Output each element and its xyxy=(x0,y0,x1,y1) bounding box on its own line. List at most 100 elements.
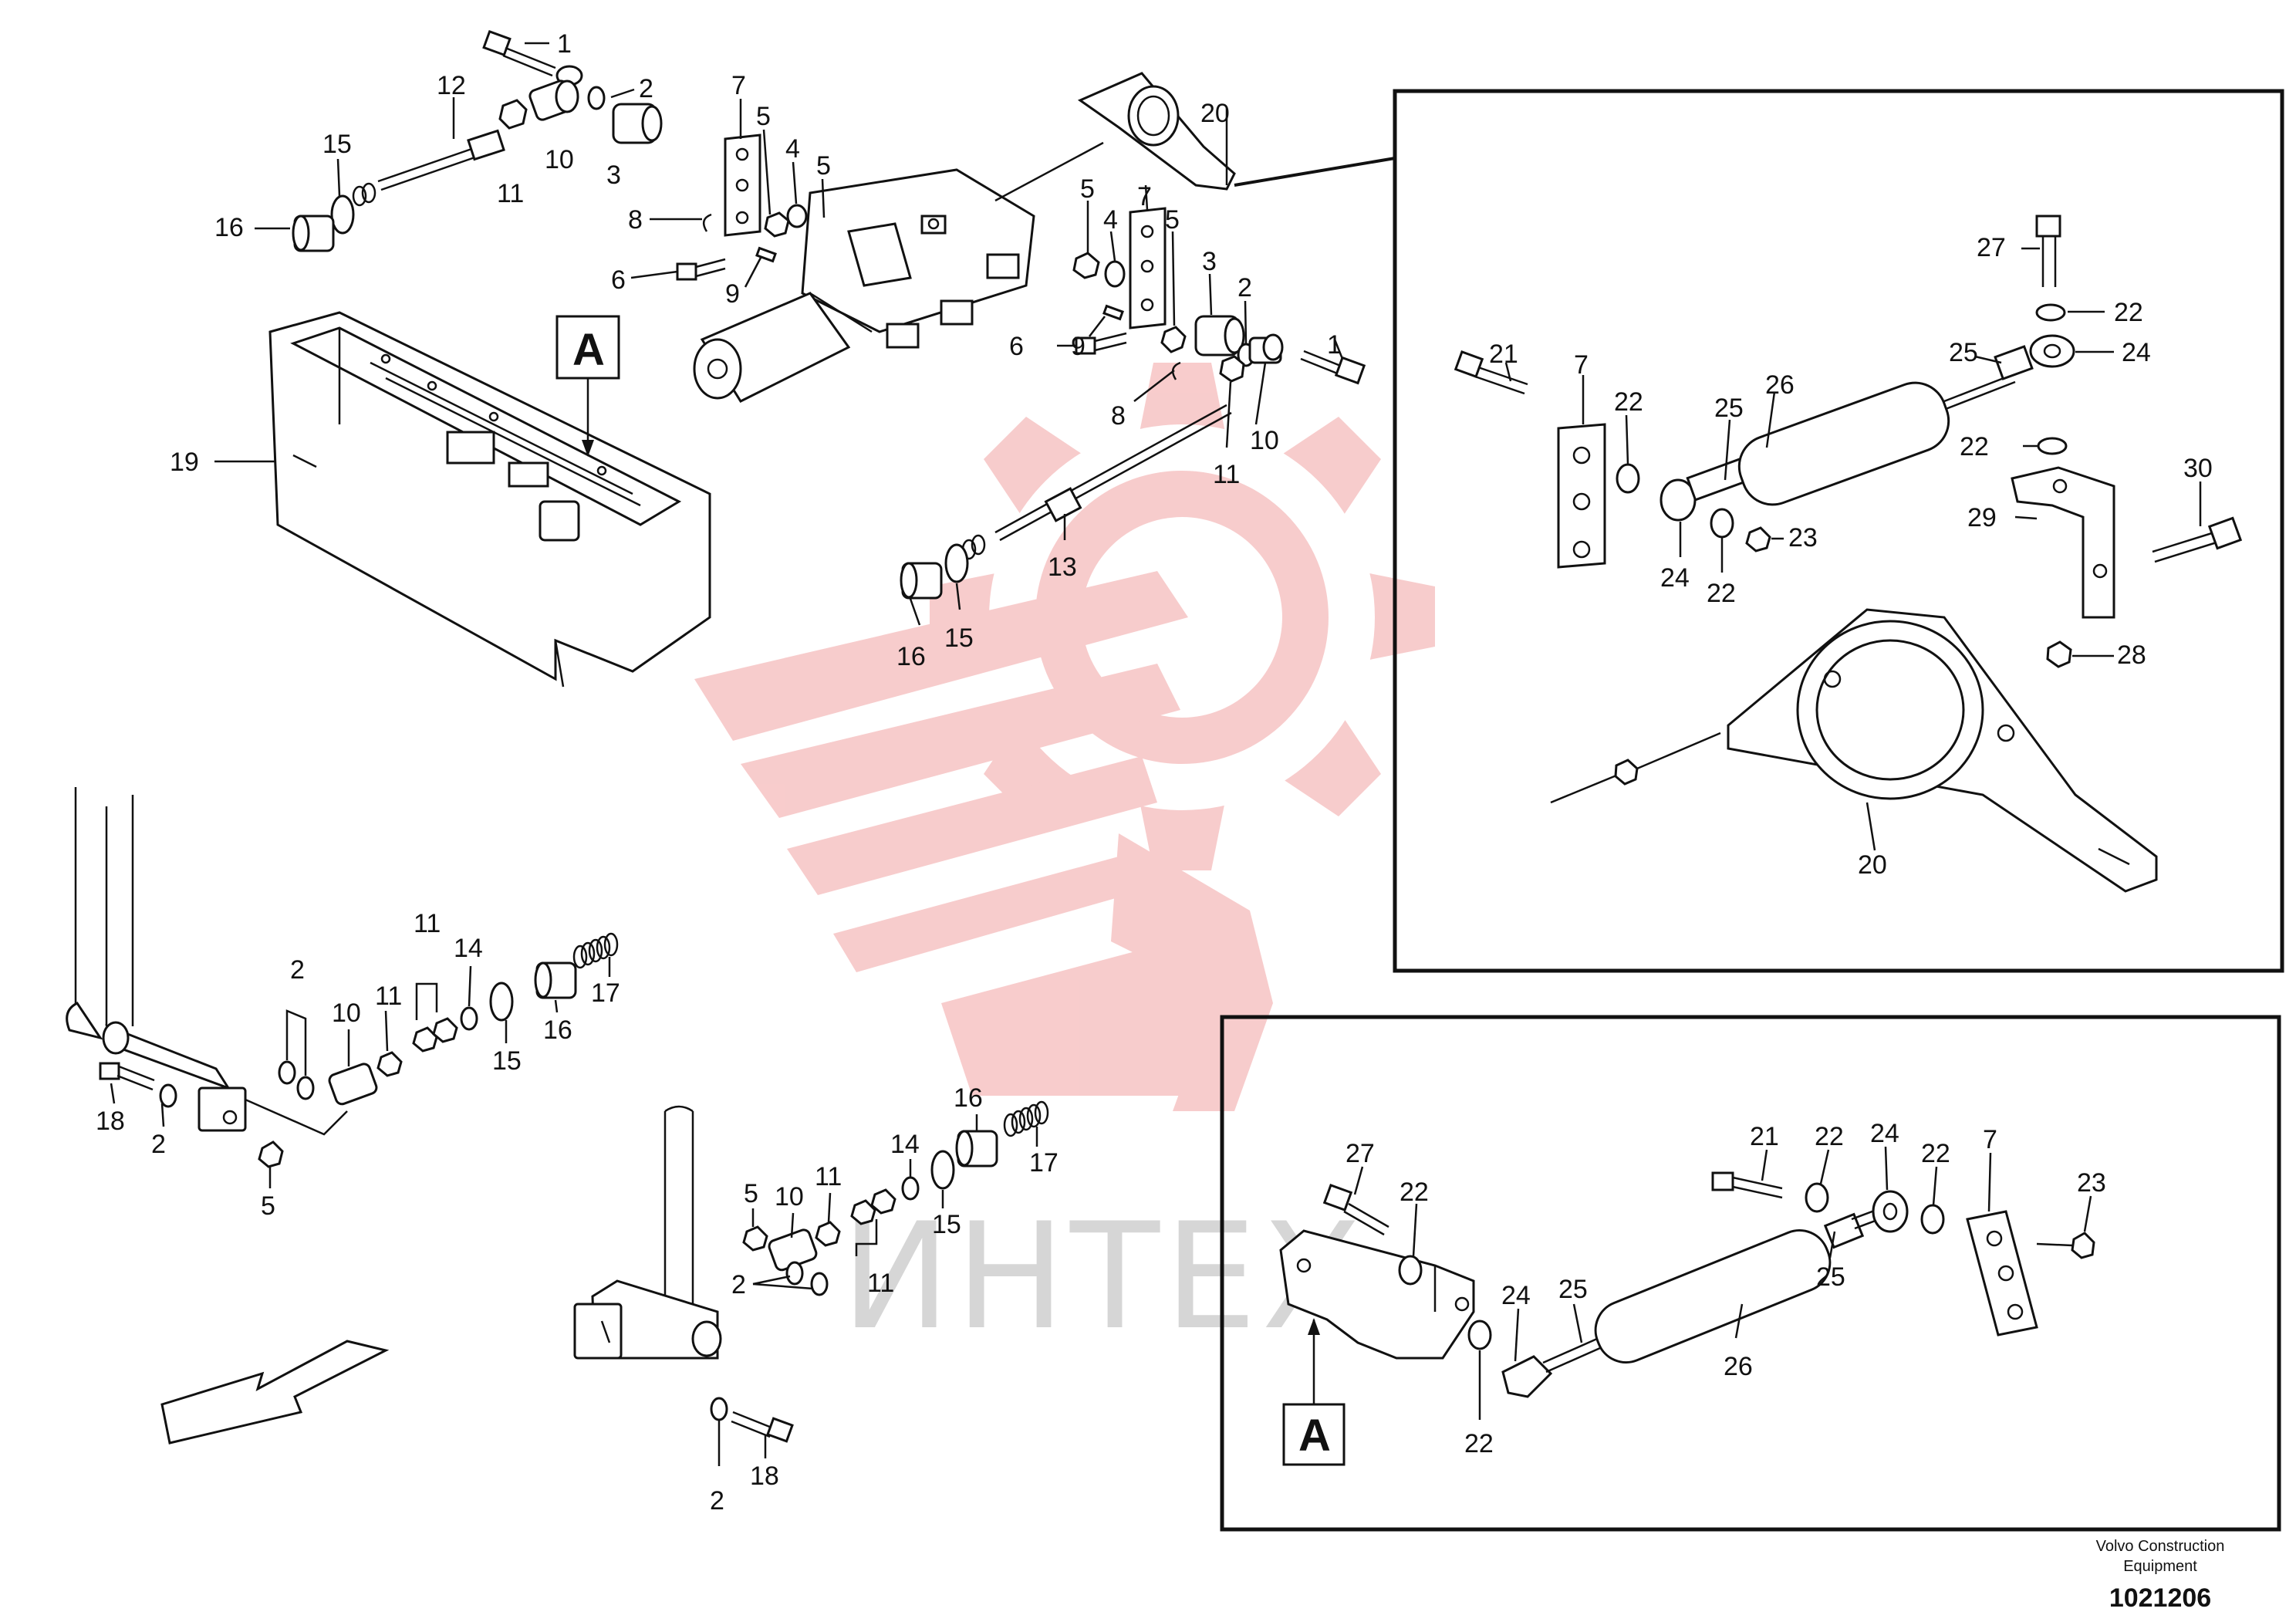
bushing-3-right xyxy=(1194,315,1245,357)
nut-5b-right xyxy=(1160,326,1187,353)
da-callout-23: 23 xyxy=(2077,1168,2106,1198)
dt-callout-24: 24 xyxy=(2122,338,2151,367)
callout-20: 20 xyxy=(1200,99,1230,128)
gas-spring-26 xyxy=(1660,334,2075,522)
callout-11b: 11 xyxy=(1213,460,1240,489)
rod-13 xyxy=(994,404,1232,542)
callout-5b: 5 xyxy=(816,151,831,181)
control-valve xyxy=(693,168,1035,403)
callout-9: 9 xyxy=(725,279,740,309)
callout-15: 15 xyxy=(322,130,352,159)
gas-spring-26-a xyxy=(1501,1190,1909,1398)
lm-callout-11: 11 xyxy=(815,1162,842,1191)
da-callout-26: 26 xyxy=(1724,1352,1753,1381)
bushing-3 xyxy=(612,103,663,144)
view-a-marker-main: A xyxy=(555,315,620,457)
callout-10: 10 xyxy=(545,145,574,174)
callout-16: 16 xyxy=(214,213,244,242)
dt-callout-29: 29 xyxy=(1967,503,1997,532)
washer-2 xyxy=(587,86,606,110)
lower-mid-callout-labels: 16 17 14 15 5 10 11 11 2 18 2 xyxy=(710,1083,1059,1516)
da-callout-22d: 22 xyxy=(1464,1429,1494,1458)
ring-15 xyxy=(330,194,355,235)
lm-callout-16: 16 xyxy=(954,1083,983,1113)
dt-callout-24b: 24 xyxy=(1660,563,1690,593)
dt-callout-21: 21 xyxy=(1489,340,1518,369)
dt-callout-22: 22 xyxy=(2114,298,2143,327)
callout-2b: 2 xyxy=(1237,273,1252,302)
bushing-10 xyxy=(528,79,579,121)
footer-company-line2: Equipment xyxy=(2123,1558,2197,1575)
pin-9-top xyxy=(755,246,777,263)
callout-5c: 5 xyxy=(1080,174,1095,204)
ll-callout-5: 5 xyxy=(261,1191,275,1221)
ll-callout-11b: 11 xyxy=(414,909,441,938)
ll-callout-11: 11 xyxy=(375,982,402,1011)
da-callout-22c: 22 xyxy=(1921,1139,1950,1168)
da-callout-7: 7 xyxy=(1983,1125,1997,1154)
lower-left-assembly xyxy=(66,787,619,1188)
callout-7b: 7 xyxy=(1137,182,1152,211)
watermark-logo xyxy=(694,363,1435,1111)
lm-callout-15: 15 xyxy=(932,1210,961,1239)
washer-4-right xyxy=(1104,260,1126,288)
detail-a-callout-labels: 27 22 21 22 24 22 7 23 24 25 25 26 22 xyxy=(1346,1119,2106,1458)
lm-callout-2: 2 xyxy=(731,1270,746,1299)
lower-left-callout-labels: 2 10 11 11 14 15 16 17 18 2 5 xyxy=(96,909,620,1221)
dt-callout-20: 20 xyxy=(1858,850,1887,880)
pin-9-right xyxy=(1102,304,1124,321)
bracket-7-right xyxy=(1129,207,1167,329)
nut-11 xyxy=(498,99,528,130)
da-callout-25b: 25 xyxy=(1816,1262,1845,1292)
dt-callout-23: 23 xyxy=(1788,523,1818,552)
da-callout-22b: 22 xyxy=(1815,1122,1844,1151)
callout-5d: 5 xyxy=(1165,205,1180,235)
nut-11-right xyxy=(1219,355,1245,383)
clip-8-right xyxy=(1171,361,1181,380)
callout-4b: 4 xyxy=(1103,205,1118,235)
lm-callout-17: 17 xyxy=(1029,1148,1059,1178)
lm-callout-18: 18 xyxy=(750,1461,779,1491)
bolt-1 xyxy=(482,29,583,86)
spring-small xyxy=(352,182,376,207)
callout-2: 2 xyxy=(639,74,653,103)
mount-bracket xyxy=(1279,1229,1475,1360)
view-a-marker-detail: A xyxy=(1282,1318,1346,1466)
bushing-16-right xyxy=(900,562,943,600)
footer-company-line1: Volvo Construction xyxy=(2096,1538,2225,1555)
dt-callout-22c: 22 xyxy=(1960,432,1989,461)
da-callout-27: 27 xyxy=(1346,1139,1375,1168)
footer: Volvo Construction Equipment 1021206 xyxy=(2096,1538,2225,1613)
bolt-6-top xyxy=(676,258,726,281)
callout-19: 19 xyxy=(170,448,199,477)
callout-8: 8 xyxy=(628,205,643,235)
bushing-16 xyxy=(292,215,335,252)
callout-9b: 9 xyxy=(1071,332,1086,361)
callout-3b: 3 xyxy=(1202,247,1217,276)
lm-callout-10: 10 xyxy=(775,1182,804,1211)
frame-19 xyxy=(268,311,711,688)
nut-5-top xyxy=(764,211,790,238)
da-callout-24: 24 xyxy=(1870,1119,1899,1148)
callout-10b: 10 xyxy=(1250,426,1279,455)
ll-callout-15: 15 xyxy=(492,1046,522,1076)
bolt-1-right xyxy=(1300,350,1366,385)
clip-8-top xyxy=(702,213,712,232)
dt-callout-27: 27 xyxy=(1977,233,2006,262)
dt-callout-26: 26 xyxy=(1765,370,1795,400)
callout-11: 11 xyxy=(497,179,524,208)
dt-callout-22d: 22 xyxy=(1707,579,1736,608)
ll-callout-10: 10 xyxy=(332,999,361,1028)
lm-callout-14: 14 xyxy=(890,1130,920,1159)
detail-box-top xyxy=(1234,89,2284,973)
da-callout-24b: 24 xyxy=(1501,1281,1531,1310)
bracket-20-large xyxy=(1550,608,2158,893)
lower-mid-assembly xyxy=(160,1100,1049,1466)
bracket-7 xyxy=(724,133,761,237)
dt-callout-25: 25 xyxy=(1714,394,1744,423)
rod-12 xyxy=(377,129,505,191)
callout-8b: 8 xyxy=(1111,401,1126,431)
nut-5-right xyxy=(1072,252,1100,279)
dt-callout-25b: 25 xyxy=(1949,338,1978,367)
dt-callout-22b: 22 xyxy=(1614,387,1643,417)
